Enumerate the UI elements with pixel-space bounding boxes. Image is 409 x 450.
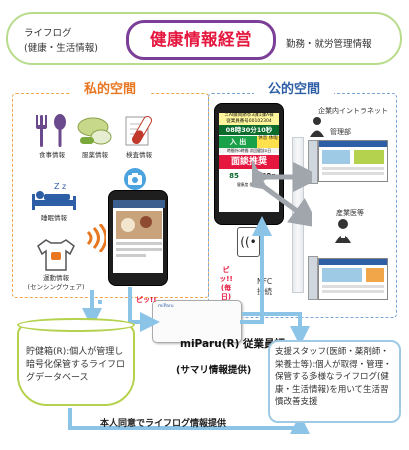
nfc-reader-icon: ((• (237, 227, 260, 257)
manager-monitor (318, 140, 388, 182)
overtime-info: 時間外0時間 次回健診0日 (219, 148, 279, 153)
health-score: 85 (219, 171, 249, 182)
sleep-info-label: 睡眠情報 (41, 214, 67, 222)
private-phone-screen (113, 200, 165, 273)
card-subtitle: (サマリ情報提供) (176, 365, 252, 376)
doctor-monitor (318, 258, 388, 300)
wireless-waves-icon (84, 223, 108, 253)
main-title: 健康情報経営 (126, 20, 276, 60)
doctor-pc-tower (308, 256, 318, 300)
sleep-bed-icon: Z z (30, 180, 78, 212)
doctor-label: 産業医等 (336, 209, 364, 217)
clock-in-button[interactable]: 入 出 (219, 136, 257, 148)
leave-status: 休息 休暇 (257, 136, 279, 148)
pills-icon (75, 115, 115, 147)
meal-info-label: 食事情報 (39, 151, 65, 159)
card-pip-text: ピッ!! (136, 296, 157, 304)
test-tube-icon (122, 113, 156, 149)
nfc-pip-text: ピッ!!(毎日) (219, 266, 233, 301)
consent-caption: 本人同意でライフログ情報提供 (100, 419, 227, 429)
employee-number: 従業員番号00102304 (219, 119, 279, 125)
support-staff-box: 支援スタッフ(医師・薬剤師・栄養士等):個人が取得・管理・保管する多様なライフロ… (268, 340, 401, 423)
test-info-label: 検査情報 (126, 151, 152, 159)
employee-name: ニAI藤岡節亭3課1課A様 (219, 113, 279, 119)
network-arrows (235, 133, 323, 233)
card-title: miParu(R) 従業員証 (180, 338, 286, 350)
sensing-shirt-icon (34, 238, 78, 272)
manager-label: 管理部 (330, 128, 351, 136)
work-info-label: 勤務・就労管理情報 (286, 39, 372, 50)
exercise-info-label: 運動情報 (センシングウェア) (27, 274, 85, 291)
manager-person-icon (309, 116, 325, 138)
fork-spoon-icon (34, 113, 70, 149)
card-brand: miParu (158, 304, 174, 309)
private-smartphone (108, 190, 168, 286)
svg-text:Z z: Z z (54, 182, 66, 191)
database-description: 貯健箱(R):個人が管理し暗号化保管するライフログデータベース (26, 347, 126, 383)
miparu-employee-card: miParu (152, 300, 242, 343)
intranet-label: 企業内イントラネット (318, 107, 388, 115)
private-space-title: 私的空間 (70, 78, 150, 97)
lifelog-label: ライフログ (健康・生活情報) (24, 28, 98, 54)
doctor-person-icon (334, 218, 352, 244)
database-cylinder-top (17, 318, 135, 332)
clock-display: 08時30分10秒 (219, 125, 279, 135)
medication-info-label: 服薬情報 (82, 151, 108, 159)
public-space-title: 公的空間 (254, 78, 334, 97)
camera-icon (122, 168, 148, 190)
